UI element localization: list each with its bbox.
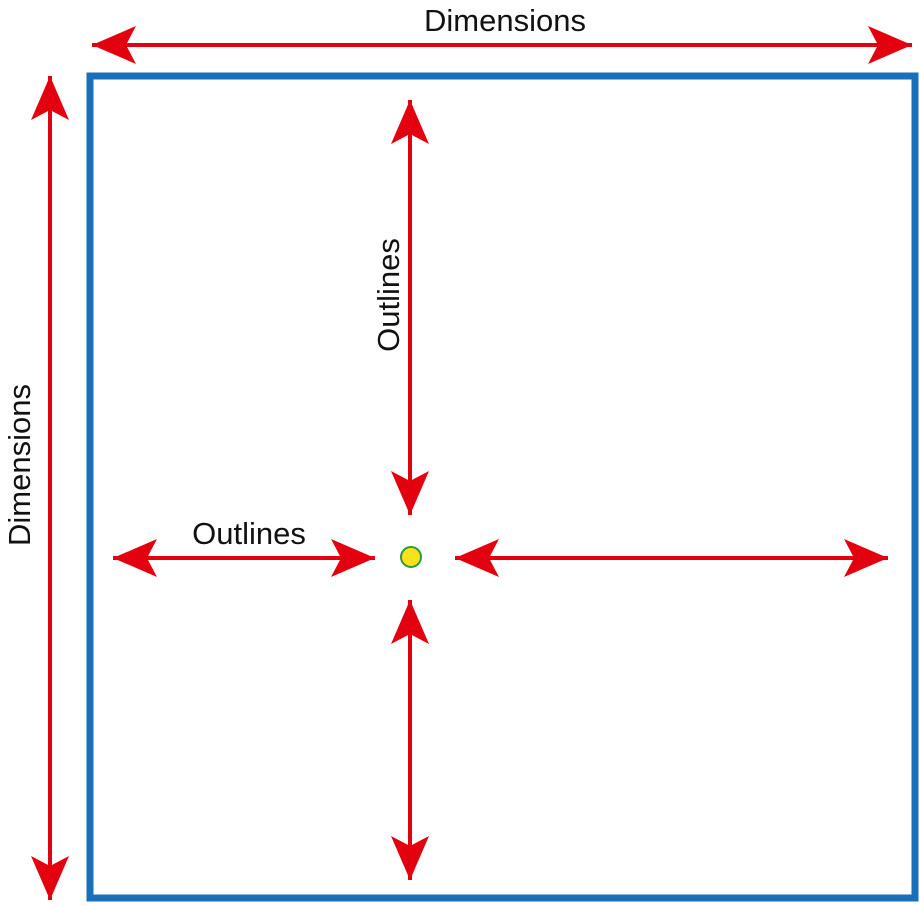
center-reference-point xyxy=(400,546,422,568)
horizontal-outline-label: Outlines xyxy=(192,516,306,551)
left-dimension-label: Dimensions xyxy=(2,384,37,546)
vertical-outline-label: Outlines xyxy=(371,238,406,352)
boundary-frame xyxy=(86,72,919,902)
top-dimension-label: Dimensions xyxy=(424,3,586,38)
